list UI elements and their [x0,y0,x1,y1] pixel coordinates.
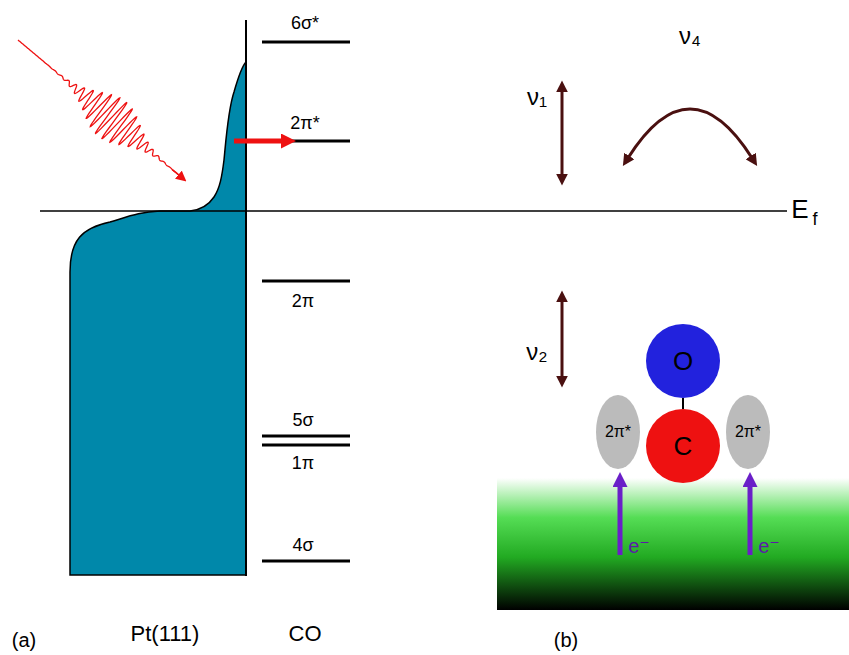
axis-label: Pt(111) [131,623,200,645]
mode-label: ν₁ [527,85,547,109]
node-text: O [673,348,693,374]
electron-label: e⁻ [628,536,650,556]
electron-label: e⁻ [758,536,780,556]
vibration-arrow [628,109,752,158]
electron-arrow [618,484,623,555]
orbital-lobe: 2π* [596,395,640,469]
panel-label: (b) [554,630,578,650]
vibration-arrow [561,300,564,378]
transfer-arrow [234,139,284,144]
axis-label: CO [289,623,322,645]
fermi-level-line [40,210,787,212]
laser-wave [18,40,180,176]
node-text: C [674,433,693,459]
energy-levels [262,42,350,561]
vibration-arrow [561,90,564,176]
laser-arrowhead [172,170,180,176]
density-of-states [70,62,246,575]
node-outline [596,395,640,469]
level-label: 6σ* [291,14,319,32]
level-label: 4σ [292,536,313,554]
laser-pulse [18,40,180,176]
oxygen-atom: O [646,324,720,398]
mode-label: ν₄ [679,24,701,48]
node-text: 2π* [605,424,631,440]
node-text: 2π* [735,424,761,440]
level-label: 2π* [290,114,319,132]
substrate [497,478,849,610]
electron-arrow [748,484,753,555]
bond-line [682,398,684,409]
level-label: 2π [292,292,314,310]
node-outline [646,324,720,398]
panel-label: (a) [12,630,36,650]
mode-label: ν₂ [526,340,547,364]
carbon-atom: C [646,409,720,483]
node-outline [726,395,770,469]
node-outline [646,409,720,483]
axis-line [245,20,247,576]
level-label: 5σ [292,411,313,429]
orbital-lobe: 2π* [726,395,770,469]
level-label: 1π [292,454,314,472]
fermi-subscript: f [812,210,817,228]
fermi-label: E [791,196,808,222]
